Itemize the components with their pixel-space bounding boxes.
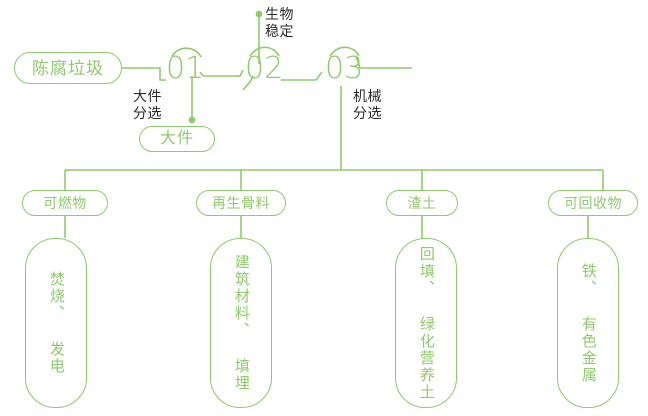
dot-bulky bbox=[188, 116, 196, 124]
node-root-label: 陈腐垃圾 bbox=[32, 58, 104, 78]
node-category-slag-soil[interactable]: 渣土 bbox=[386, 190, 458, 216]
link-root-to-01 bbox=[122, 67, 166, 81]
node-category-combustible[interactable]: 可燃物 bbox=[22, 190, 108, 216]
node-root[interactable]: 陈腐垃圾 bbox=[14, 52, 122, 84]
node-bulky-output[interactable]: 大件 bbox=[139, 126, 215, 152]
outcome-text-1: 建筑材料、 填埋 bbox=[232, 254, 250, 392]
node-category-recyclable[interactable]: 可回收物 bbox=[548, 190, 638, 216]
outcome-text-2: 回填、 绿化营养土 bbox=[417, 245, 435, 401]
arc-over-03 bbox=[329, 46, 360, 57]
outcome-box-3[interactable]: 铁、 有色金属 bbox=[557, 238, 619, 408]
dot-bio bbox=[255, 10, 263, 18]
arc-over-01 bbox=[171, 47, 202, 58]
link-01-shoulder bbox=[199, 71, 204, 77]
node-bulky-output-label: 大件 bbox=[159, 130, 194, 147]
arc-under-02 bbox=[242, 75, 254, 91]
category-label-1: 再生骨料 bbox=[212, 195, 270, 211]
stage-annotation-02: 生物 稳定 bbox=[265, 6, 294, 40]
category-label-2: 渣土 bbox=[407, 195, 437, 211]
stage-annotation-03: 机械 分选 bbox=[353, 88, 382, 122]
category-label-0: 可燃物 bbox=[43, 195, 87, 211]
outcome-box-2[interactable]: 回填、 绿化营养土 bbox=[395, 238, 457, 408]
stage-number-03: 03 bbox=[325, 51, 364, 86]
outcome-text-3: 铁、 有色金属 bbox=[579, 262, 597, 384]
link-01-to-02 bbox=[203, 69, 244, 77]
outcome-box-0[interactable]: 焚烧、 发电 bbox=[25, 238, 87, 408]
category-label-3: 可回收物 bbox=[564, 195, 622, 211]
stage-annotation-01: 大件 分选 bbox=[133, 88, 162, 122]
arc-03-tail-join bbox=[355, 57, 361, 69]
arc-over-02 bbox=[249, 46, 280, 57]
link-02-to-03 bbox=[281, 71, 323, 81]
outcome-text-0: 焚烧、 发电 bbox=[47, 271, 65, 375]
stage-number-02: 02 bbox=[245, 51, 284, 86]
node-category-recycled-aggregate[interactable]: 再生骨料 bbox=[196, 190, 286, 216]
stage-number-01: 01 bbox=[166, 51, 205, 86]
outcome-box-1[interactable]: 建筑材料、 填埋 bbox=[210, 238, 272, 408]
